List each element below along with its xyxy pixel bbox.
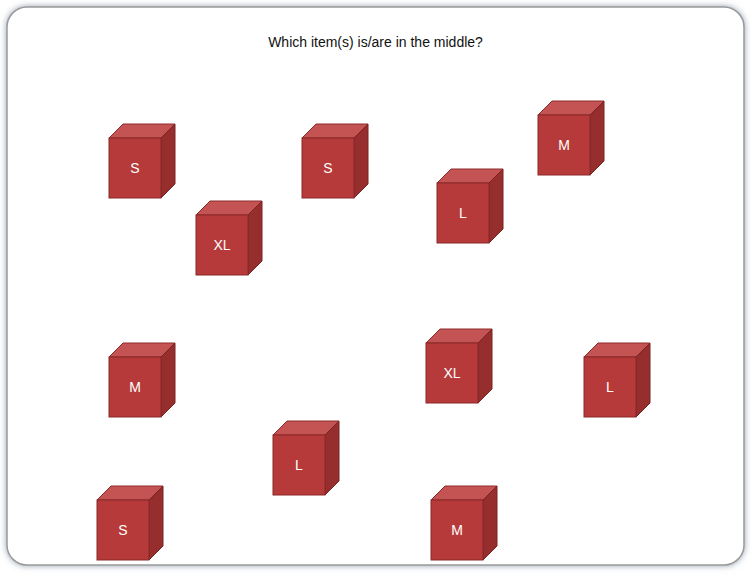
cube-shape xyxy=(431,486,497,560)
cube-side xyxy=(478,329,492,403)
size-cube: S xyxy=(97,486,163,560)
size-label: XL xyxy=(213,238,230,252)
cube-front xyxy=(196,215,248,275)
cube-front xyxy=(302,138,354,198)
cube-shape xyxy=(273,421,339,495)
size-cube: L xyxy=(437,169,503,243)
cube-shape xyxy=(302,124,368,198)
cube-side xyxy=(590,101,604,175)
cube-side xyxy=(354,124,368,198)
cube-front xyxy=(97,500,149,560)
cube-side xyxy=(483,486,497,560)
cube-shape xyxy=(538,101,604,175)
size-cube: L xyxy=(584,343,650,417)
size-label: XL xyxy=(443,366,460,380)
cube-front xyxy=(426,343,478,403)
cube-shape xyxy=(584,343,650,417)
size-label: S xyxy=(323,161,332,175)
size-label: M xyxy=(558,138,570,152)
size-cube: M xyxy=(538,101,604,175)
cube-side xyxy=(248,201,262,275)
cube-shape xyxy=(109,124,175,198)
size-label: L xyxy=(459,206,467,220)
cube-shape xyxy=(109,343,175,417)
cube-front xyxy=(538,115,590,175)
panel-border xyxy=(7,7,744,565)
size-label: S xyxy=(118,523,127,537)
cube-front xyxy=(584,357,636,417)
size-label: M xyxy=(129,380,141,394)
cube-side xyxy=(161,343,175,417)
cube-front xyxy=(273,435,325,495)
size-cube: XL xyxy=(426,329,492,403)
size-cube: S xyxy=(109,124,175,198)
cube-front xyxy=(431,500,483,560)
cube-side xyxy=(325,421,339,495)
cube-side xyxy=(149,486,163,560)
size-cube: XL xyxy=(196,201,262,275)
cube-front xyxy=(109,357,161,417)
size-label: M xyxy=(451,523,463,537)
size-cube: L xyxy=(273,421,339,495)
size-label: S xyxy=(130,161,139,175)
size-cube: M xyxy=(431,486,497,560)
cube-shape xyxy=(97,486,163,560)
size-label: L xyxy=(606,380,614,394)
cube-side xyxy=(161,124,175,198)
question-title: Which item(s) is/are in the middle? xyxy=(0,34,751,50)
cube-shape xyxy=(437,169,503,243)
cube-front xyxy=(437,183,489,243)
size-cube: S xyxy=(302,124,368,198)
size-cube: M xyxy=(109,343,175,417)
size-label: L xyxy=(295,458,303,472)
cube-side xyxy=(636,343,650,417)
cube-front xyxy=(109,138,161,198)
cube-side xyxy=(489,169,503,243)
